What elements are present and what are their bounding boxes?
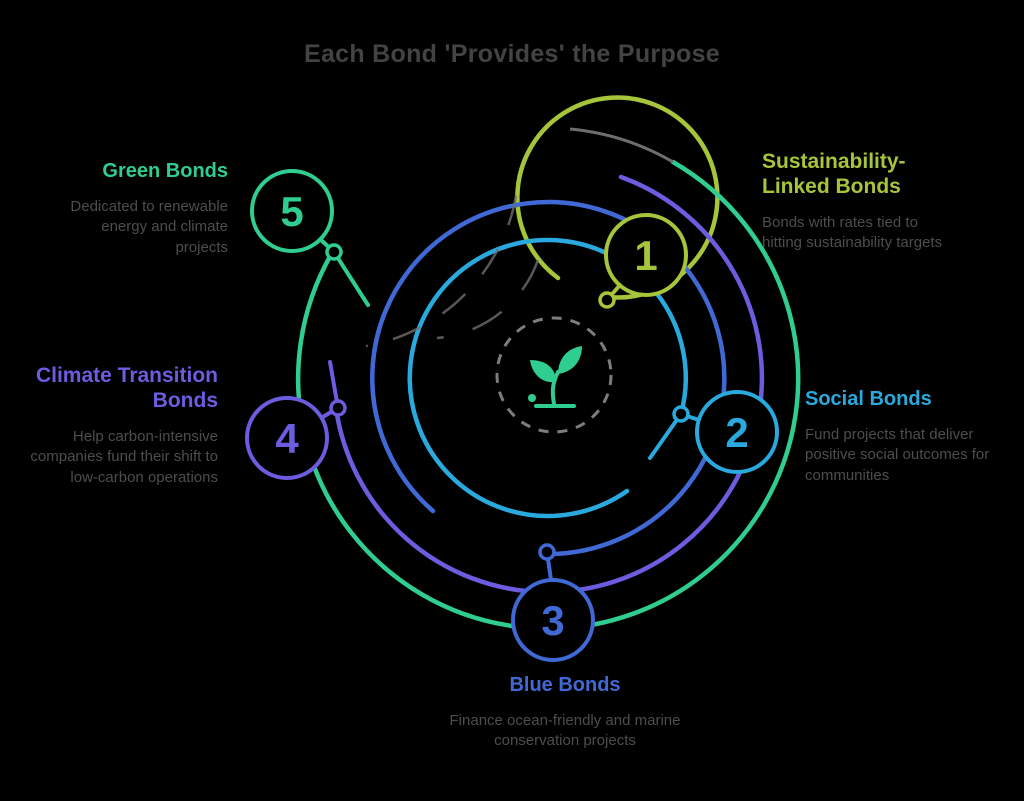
page-title: Each Bond 'Provides' the Purpose: [303, 40, 721, 68]
node-dot-3: [538, 543, 556, 561]
badge-1: 1: [604, 213, 688, 297]
node-dot-5: [325, 243, 343, 261]
arc-purple: [333, 174, 765, 595]
connector-5b: [332, 250, 370, 307]
badge-5: 5: [250, 169, 334, 253]
junction-nodes: [325, 243, 690, 561]
label-climate-transition-bonds: Climate Transition Bonds Help carbon-int…: [30, 364, 218, 489]
node-dot-4: [329, 399, 347, 417]
seedling-icon: [528, 346, 582, 408]
label-climate-transition-bonds-title: Climate Transition Bonds: [35, 364, 218, 412]
arc-cyan: [407, 237, 689, 519]
label-climate-transition-bonds-description: Help carbon-intensive companies fund the…: [30, 427, 218, 486]
label-blue-bonds-title: Blue Bonds: [509, 674, 621, 696]
badge-4-number: 4: [275, 415, 299, 462]
arc-olive: [515, 95, 720, 300]
connector-2b: [648, 412, 683, 460]
gray-arc-upper-left: [365, 195, 518, 348]
badge-3-number: 3: [541, 597, 564, 644]
arc-royal: [370, 199, 727, 557]
label-blue-bonds: Blue Bonds Finance ocean-friendly and ma…: [425, 674, 705, 752]
label-green-bonds: Green Bonds Dedicated to renewable energ…: [52, 160, 228, 259]
badge-5-number: 5: [280, 188, 303, 235]
badge-1-number: 1: [634, 232, 657, 279]
label-sustainability-linked-bonds-title: Sustainability- Linked Bonds: [762, 150, 906, 198]
label-blue-bonds-description: Finance ocean-friendly and marine conser…: [449, 711, 681, 750]
label-social-bonds-description: Fund projects that deliver positive soci…: [805, 425, 990, 484]
node-dot-2: [672, 405, 690, 423]
label-social-bonds: Social Bonds Fund projects that deliver …: [805, 388, 1013, 487]
label-sustainability-linked-bonds: Sustainability- Linked Bonds Bonds with …: [762, 150, 944, 254]
numbered-badges: 1 2 3 4 5: [245, 169, 779, 662]
gray-guide-arcs: [365, 127, 674, 348]
gray-arc-inner-left: [436, 259, 540, 340]
gray-arc-top: [569, 127, 674, 164]
badge-2: 2: [695, 390, 779, 474]
label-green-bonds-description: Dedicated to renewable energy and climat…: [70, 197, 228, 256]
label-sustainability-linked-bonds-description: Bonds with rates tied to hitting sustain…: [762, 213, 943, 252]
node-dot-1: [598, 291, 616, 309]
label-green-bonds-title: Green Bonds: [102, 160, 228, 182]
badge-4: 4: [245, 396, 329, 480]
center-hub: [495, 316, 613, 434]
badge-2-number: 2: [725, 409, 748, 456]
label-social-bonds-title: Social Bonds: [805, 388, 932, 410]
badge-3: 3: [511, 578, 595, 662]
